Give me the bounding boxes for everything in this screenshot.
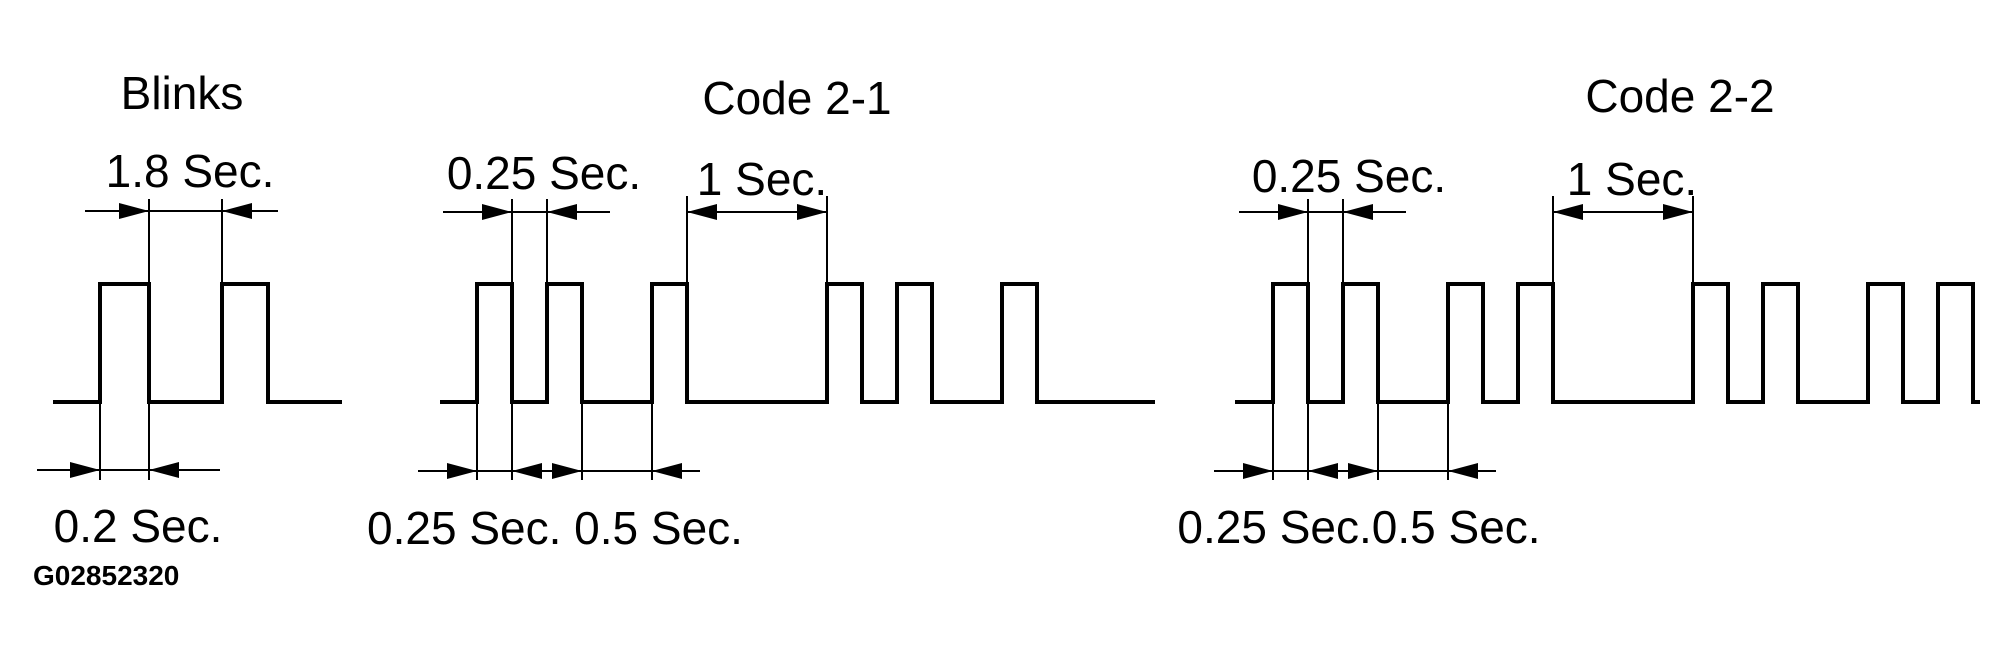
dim-label-blinks-off-gap: 1.8 Sec. — [105, 145, 275, 197]
dimension-arrowhead — [1348, 463, 1378, 479]
waveform-group-blinks — [37, 199, 342, 480]
dim-label-blinks-on-pulse: 0.2 Sec. — [53, 500, 223, 552]
dim-label-code22-code-gap: 1 Sec. — [1566, 153, 1698, 205]
dimension-arrowhead — [1278, 204, 1308, 220]
dimension-code-2-2-code-gap — [1552, 196, 1694, 284]
dimension-blinks-on-pulse — [37, 402, 220, 480]
signal-trace-blinks — [53, 282, 342, 404]
dimension-arrowhead — [447, 463, 477, 479]
dimension-arrowhead — [482, 204, 512, 220]
dimension-arrowhead — [687, 204, 717, 220]
dimension-arrowhead — [652, 463, 682, 479]
dimension-arrowhead — [222, 203, 252, 219]
dim-label-code21-code-gap: 1 Sec. — [696, 153, 828, 205]
dimension-arrowhead — [1663, 204, 1693, 220]
dimension-arrowhead — [1343, 204, 1373, 220]
dimension-arrowhead — [797, 204, 827, 220]
dimension-arrowhead — [547, 204, 577, 220]
dimension-arrowhead — [1448, 463, 1478, 479]
dimension-arrowhead — [1553, 204, 1583, 220]
dimension-code-2-1-on-pulse-and-digit-gap — [418, 402, 700, 480]
dim-label-code22-bottom: 0.25 Sec.0.5 Sec. — [1177, 501, 1541, 553]
waveform-group-code-2-1 — [418, 196, 1155, 480]
waveform-group-code-2-2 — [1214, 196, 1980, 480]
dimension-arrowhead — [119, 203, 149, 219]
dimension-arrowhead — [552, 463, 582, 479]
dimension-arrowhead — [70, 462, 100, 478]
dim-label-code21-bottom: 0.25 Sec. 0.5 Sec. — [367, 502, 743, 554]
dimension-arrowhead — [1308, 463, 1338, 479]
dimension-code-2-1-off-gap — [443, 199, 610, 284]
dim-label-code21-off-gap: 0.25 Sec. — [446, 147, 642, 199]
diagram-title-code-2-2: Code 2-2 — [1585, 70, 1775, 122]
dimension-code-2-2-off-gap — [1239, 199, 1406, 284]
signal-trace-code-2-1 — [440, 282, 1155, 404]
diagram-title-code-2-1: Code 2-1 — [702, 72, 892, 124]
dim-label-code22-off-gap: 0.25 Sec. — [1251, 150, 1447, 202]
dimension-arrowhead — [1243, 463, 1273, 479]
figure-id-text: G02852320 — [33, 560, 180, 591]
dimension-code-2-2-on-pulse-and-digit-gap — [1214, 402, 1496, 480]
dimension-arrowhead — [149, 462, 179, 478]
dimension-arrowhead — [512, 463, 542, 479]
signal-trace-code-2-2 — [1235, 282, 1980, 404]
dimension-blinks-off-gap — [85, 199, 278, 284]
dimension-code-2-1-code-gap — [686, 196, 828, 284]
diagram-title-blinks: Blinks — [120, 67, 244, 119]
